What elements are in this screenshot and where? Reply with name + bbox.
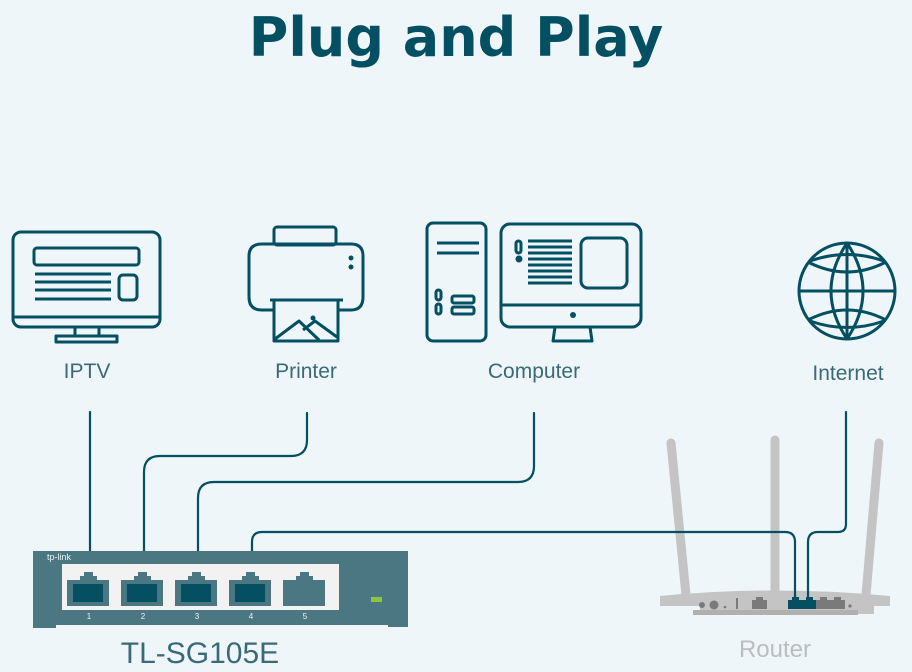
cable-printer [142,411,309,590]
router-base-strip [693,610,858,615]
switch-port-plug [235,584,265,602]
switch-brand-logo: tp-link [47,552,72,562]
globe-icon [797,241,897,341]
switch-port-plug [73,584,103,602]
switch-port-3 [175,572,217,606]
switch-port-plug [127,584,157,602]
device-label-printer: Printer [275,360,337,383]
router-label: Router [738,636,812,663]
switch-model-label: TL-SG105E [120,637,280,670]
router-wan-port [752,597,767,609]
router-switch [736,598,738,609]
cable-internet [806,410,848,602]
device-label-computer: Computer [487,360,581,383]
switch-port-4 [229,572,271,606]
router-dc-jack [699,602,705,608]
switch-port-number: 5 [302,612,308,621]
switch-status-led [371,597,382,602]
switch-port-number: 1 [86,612,92,621]
switch-port-2 [121,572,163,606]
router-lan-port-2 [802,597,817,609]
switch-port-number: 3 [194,612,200,621]
switch-port-1 [67,572,109,606]
router-power-button [709,600,719,610]
router-lan-port-3 [816,597,831,609]
printer-icon [247,225,365,343]
switch [33,551,408,628]
cable-switch-to-router [250,530,797,602]
page-title: Plug and Play [248,6,664,69]
router-lan-port-4 [830,597,845,609]
tv-icon [11,230,162,344]
device-label-iptv: IPTV [63,360,111,383]
router-antenna-left [666,438,691,600]
router [660,435,890,615]
router-reset-hole [723,605,727,609]
cable-computer [196,411,536,590]
router-antenna-right [861,438,884,600]
switch-port-5 [283,572,325,606]
switch-port-plug [181,584,211,602]
switch-port-number: 2 [140,612,146,621]
computer-icon [425,221,643,343]
router-usb-indicator [848,604,852,608]
switch-port-number: 4 [248,612,254,621]
device-label-internet: Internet [812,362,884,385]
